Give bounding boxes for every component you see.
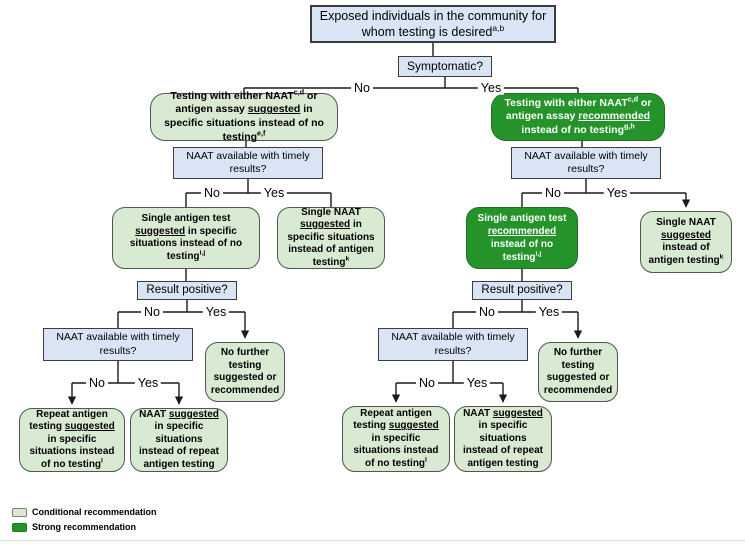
legend-item-strong: Strong recommendation: [12, 522, 157, 532]
edge-label-yes: Yes: [603, 187, 631, 200]
edge-label-yes: Yes: [202, 306, 230, 319]
legend-swatch-strong: [12, 522, 27, 532]
node-single-antigen-suggested: Single antigen test suggested in specifi…: [112, 207, 260, 269]
edge-label-no: No: [351, 82, 373, 95]
bottom-divider: [0, 540, 745, 541]
node-naat-instead-repeat-right: NAAT suggested in specific situations in…: [454, 406, 552, 472]
edge-label-yes: Yes: [535, 306, 563, 319]
legend-label-conditional: Conditional recommendation: [32, 507, 157, 517]
edge-label-no: No: [86, 377, 108, 390]
node-naat-timely-left-lower: NAAT available with timely results?: [43, 328, 193, 361]
node-testing-either-recommended: Testing with either NAATc,d or antigen a…: [491, 93, 665, 141]
edge-label-yes: Yes: [463, 377, 491, 390]
legend-label-strong: Strong recommendation: [32, 522, 137, 532]
node-result-positive-left: Result positive?: [137, 281, 237, 300]
node-naat-timely-right-lower: NAAT available with timely results?: [378, 328, 528, 361]
node-single-naat-suggested-specific: Single NAAT suggested in specific situat…: [277, 207, 385, 269]
legend-item-conditional: Conditional recommendation: [12, 507, 157, 517]
edge-label-no: No: [416, 377, 438, 390]
node-result-positive-right: Result positive?: [472, 281, 572, 300]
node-naat-timely-right-upper: NAAT available with timely results?: [511, 147, 661, 179]
edge-label-yes: Yes: [134, 377, 162, 390]
edge-label-no: No: [542, 187, 564, 200]
node-repeat-antigen-right: Repeat antigen testing suggested in spec…: [342, 406, 450, 472]
edge-label-no: No: [141, 306, 163, 319]
edge-label-yes: Yes: [477, 82, 505, 95]
node-repeat-antigen-left: Repeat antigen testing suggested in spec…: [19, 408, 125, 472]
node-exposed-individuals: Exposed individuals in the community for…: [310, 5, 556, 43]
node-naat-timely-left-upper: NAAT available with timely results?: [173, 147, 323, 179]
node-no-further-testing-right: No further testing suggested or recommen…: [538, 342, 618, 402]
node-no-further-testing-left: No further testing suggested or recommen…: [205, 342, 285, 402]
node-single-antigen-recommended: Single antigen test recommended instead …: [466, 207, 578, 269]
node-symptomatic-question: Symptomatic?: [398, 56, 492, 77]
edge-label-no: No: [476, 306, 498, 319]
edge-label-yes: Yes: [260, 187, 288, 200]
legend: Conditional recommendation Strong recomm…: [12, 507, 157, 537]
node-single-naat-suggested: Single NAAT suggested instead of antigen…: [640, 211, 732, 273]
node-naat-instead-repeat-left: NAAT suggested in specific situations in…: [130, 408, 228, 472]
node-testing-either-suggested: Testing with either NAATc,d or antigen a…: [150, 89, 338, 143]
edge-label-no: No: [201, 187, 223, 200]
legend-swatch-conditional: [12, 507, 27, 517]
